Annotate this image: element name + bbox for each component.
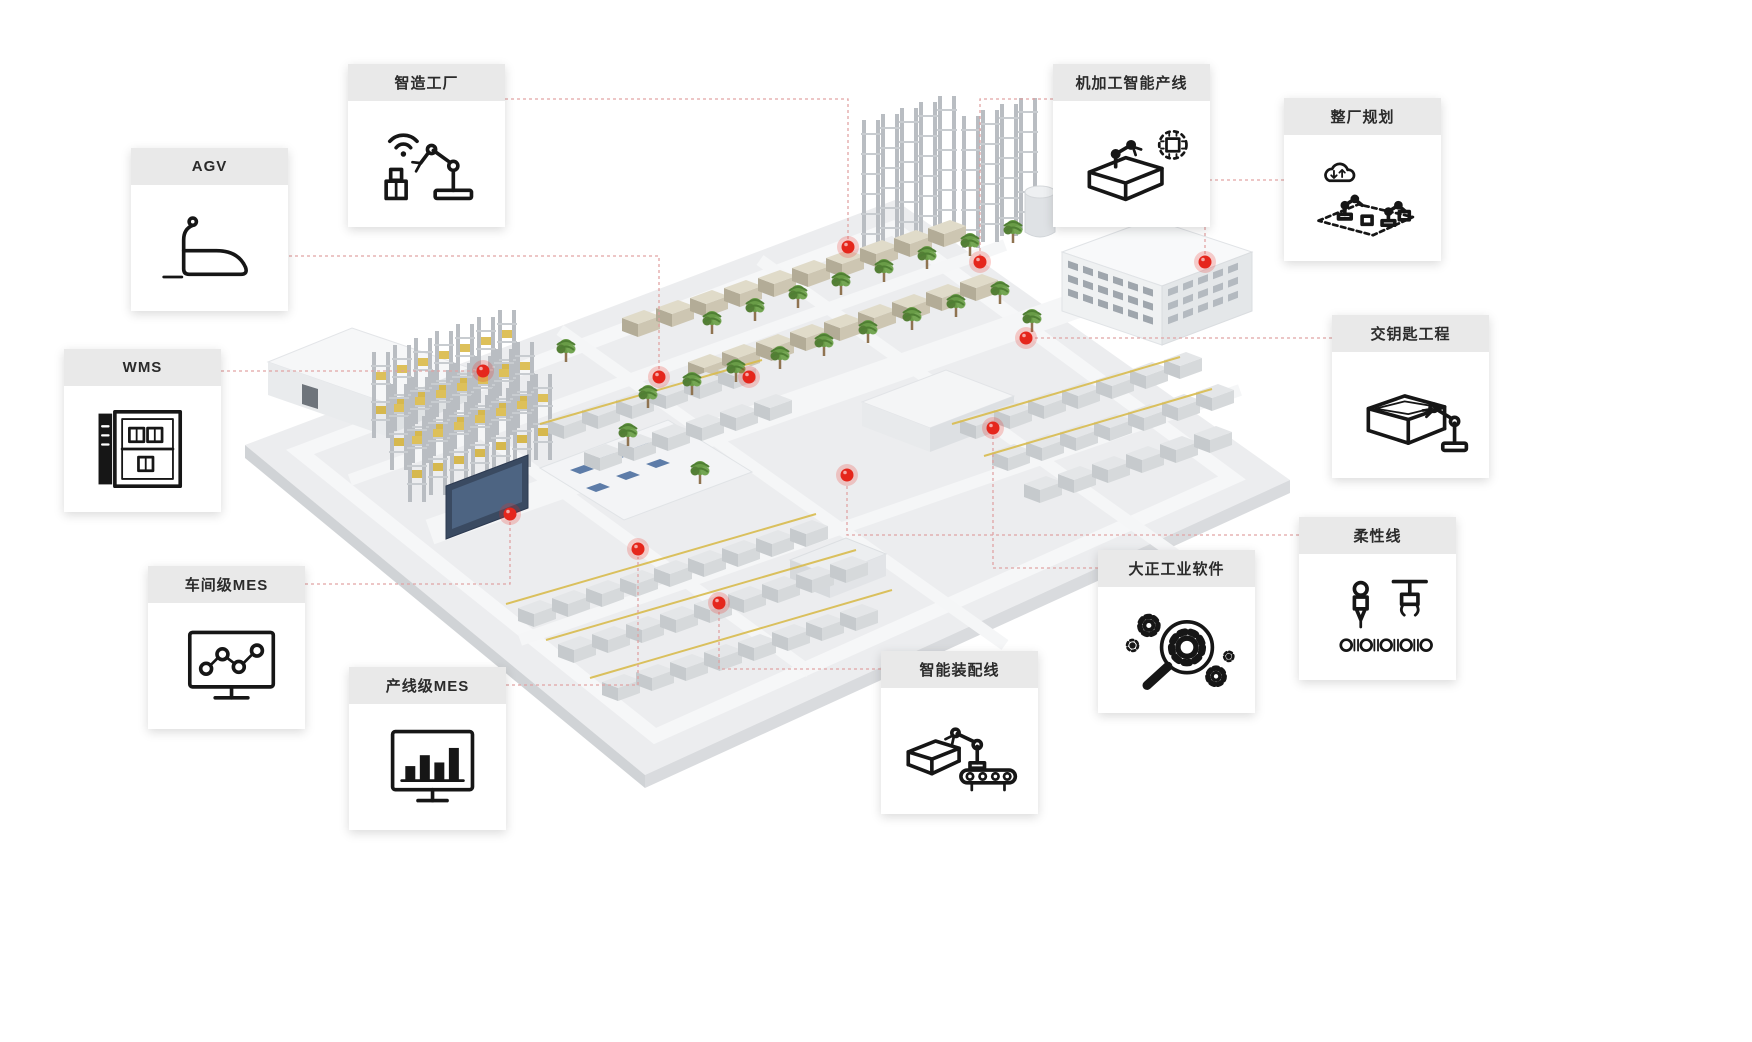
callout-agv: AGV: [131, 148, 288, 311]
callout-assembly-line-title: 智能装配线: [881, 651, 1038, 688]
callout-industrial-software: 大正工业软件: [1098, 550, 1255, 713]
callout-label: 大正工业软件: [1128, 561, 1225, 578]
robot-conveyor-icon: [905, 727, 1017, 792]
callout-wms: WMS: [64, 349, 221, 512]
callout-flexible-line-title: 柔性线: [1299, 517, 1456, 554]
plant-layout-cloud-icon: [1316, 162, 1414, 237]
callout-plant-planning-body: [1284, 135, 1441, 261]
callout-label: 智造工厂: [394, 75, 459, 92]
callout-label: 机加工智能产线: [1075, 75, 1188, 92]
assembly-rows-bottom: [505, 513, 893, 701]
callout-industrial-software-title: 大正工业软件: [1098, 550, 1255, 587]
hotspot-marker[interactable]: [1194, 251, 1216, 273]
warehouse-cabinet-icon: [98, 409, 182, 489]
machine-rows-right: [951, 352, 1234, 503]
callout-assembly-line-body: [881, 688, 1038, 814]
callout-turnkey: 交钥匙工程: [1332, 315, 1489, 478]
hotspot-marker[interactable]: [969, 251, 991, 273]
callout-industrial-software-body: [1098, 587, 1255, 713]
callout-agv-title: AGV: [131, 148, 288, 185]
hotspot-marker[interactable]: [738, 366, 760, 388]
callout-machining-line-body: [1053, 101, 1210, 227]
robot-arm-wifi-icon: [383, 133, 473, 201]
callout-workshop-mes-body: [148, 603, 305, 729]
monitor-bar-chart-icon: [390, 729, 474, 803]
callout-label: WMS: [122, 359, 163, 376]
callout-machining-line-title: 机加工智能产线: [1053, 64, 1210, 101]
callout-assembly-line: 智能装配线: [881, 651, 1038, 814]
callout-plant-planning-title: 整厂规划: [1284, 98, 1441, 135]
hotspot-marker[interactable]: [837, 236, 859, 258]
callout-wms-body: [64, 386, 221, 512]
callout-smart-factory: 智造工厂: [348, 64, 505, 227]
hotspot-marker[interactable]: [1015, 327, 1037, 349]
gears-magnifier-icon: [1125, 613, 1235, 690]
callout-label: AGV: [191, 158, 228, 175]
callout-line-mes-body: [349, 704, 506, 830]
callout-smart-factory-title: 智造工厂: [348, 64, 505, 101]
callout-line-mes: 产线级MES: [349, 667, 506, 830]
robot-open-box-icon: [1366, 394, 1468, 453]
callout-turnkey-title: 交钥匙工程: [1332, 315, 1489, 352]
hotspot-marker[interactable]: [627, 538, 649, 560]
connector-lines: [221, 98, 1332, 686]
callout-smart-factory-body: [348, 101, 505, 227]
agv-vehicle-icon: [161, 216, 248, 279]
monitor-node-graph-icon: [187, 630, 275, 700]
hotspot-marker[interactable]: [499, 503, 521, 525]
hotspot-marker[interactable]: [648, 366, 670, 388]
hotspot-marker[interactable]: [708, 592, 730, 614]
flexible-tools-rail-icon: [1338, 579, 1433, 652]
callout-label: 交钥匙工程: [1370, 326, 1451, 343]
callout-flexible-line: 柔性线: [1299, 517, 1456, 680]
callout-agv-body: [131, 185, 288, 311]
hotspot-marker[interactable]: [836, 464, 858, 486]
callout-label: 柔性线: [1353, 528, 1402, 545]
hotspot-marker[interactable]: [982, 417, 1004, 439]
callout-flexible-line-body: [1299, 554, 1456, 680]
robot-machining-chip-icon: [1087, 129, 1188, 202]
top-storage-racks: [859, 94, 1056, 254]
callout-label: 产线级MES: [385, 678, 470, 695]
callout-plant-planning: 整厂规划: [1284, 98, 1441, 261]
callout-label: 智能装配线: [919, 662, 1000, 679]
callout-turnkey-body: [1332, 352, 1489, 478]
callout-machining-line: 机加工智能产线: [1053, 64, 1210, 227]
office-building: [1060, 218, 1254, 346]
callout-label: 车间级MES: [184, 577, 269, 594]
callout-line-mes-title: 产线级MES: [349, 667, 506, 704]
callout-workshop-mes-title: 车间级MES: [148, 566, 305, 603]
callout-workshop-mes: 车间级MES: [148, 566, 305, 729]
callout-wms-title: WMS: [64, 349, 221, 386]
callout-label: 整厂规划: [1330, 109, 1395, 126]
hotspot-marker[interactable]: [472, 360, 494, 382]
control-room: [445, 419, 754, 540]
